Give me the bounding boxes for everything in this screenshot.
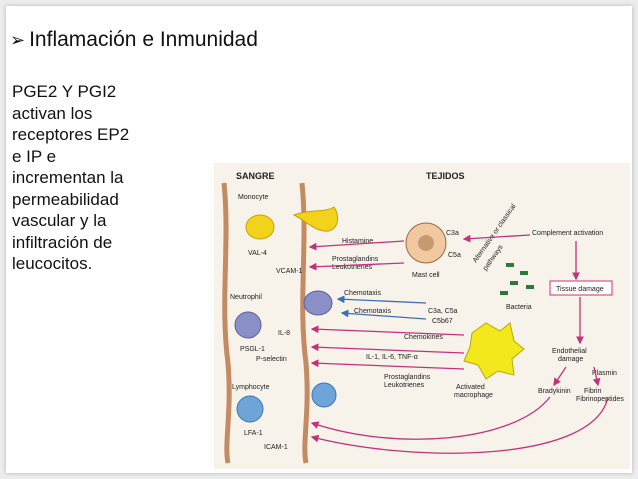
header-tissue: TEJIDOS	[426, 171, 465, 181]
body-line: incrementan la	[12, 168, 124, 187]
label-fibrin: Fibrin	[584, 388, 602, 395]
body-line: PGE2 Y PGI2	[12, 82, 117, 101]
title-text: Inflamación e Inmunidad	[29, 28, 258, 51]
label-mast-cell: Mast cell	[412, 272, 440, 279]
mast-cell-nucleus	[418, 235, 434, 251]
body-text: PGE2 Y PGI2 activan los receptores EP2 e…	[12, 81, 177, 275]
slide: ➢ Inflamación e Inmunidad PGE2 Y PGI2 ac…	[6, 6, 632, 473]
label-lfa1: LFA-1	[244, 430, 263, 437]
label-activated-2: macrophage	[454, 392, 493, 399]
label-vcam1: VCAM-1	[276, 268, 303, 275]
label-fibrinopeptides: Fibrinopeptides	[576, 396, 624, 403]
body-line: vascular y la	[12, 211, 107, 230]
label-pselectin: P-selectin	[256, 356, 287, 363]
label-chemotaxis-2: Chemotaxis	[354, 308, 391, 315]
bacteria-cluster	[500, 263, 534, 295]
label-complement: Complement activation	[532, 230, 603, 237]
label-monocyte: Monocyte	[238, 194, 268, 201]
tissue-damage-box	[549, 280, 613, 296]
blood-vessel-wall	[221, 182, 310, 464]
label-bradykinin: Bradykinin	[538, 388, 571, 395]
body-line: leucocitos.	[12, 254, 93, 273]
body-line: e IP e	[12, 146, 57, 166]
body-line: permeabilidad	[12, 189, 119, 209]
label-lymphocyte: Lymphocyte	[232, 384, 270, 391]
label-psgl1: PSGL-1	[240, 346, 265, 353]
chemotaxis-arrows	[336, 295, 427, 320]
label-c3a: C3a	[446, 230, 459, 237]
label-neutrophil: Neutrophil	[230, 294, 262, 301]
body-line: infiltración de	[12, 232, 113, 252]
activated-macrophage	[463, 322, 525, 380]
label-c3a-c5a: C3a, C5a	[428, 308, 458, 315]
monocyte-cell	[245, 214, 275, 240]
migrating-lymphocyte	[311, 382, 337, 408]
label-histamine: Histamine	[342, 238, 373, 245]
label-prostaglandins-2: Prostaglandins	[384, 374, 431, 381]
label-bacteria: Bacteria	[506, 304, 532, 311]
inflammation-diagram: SANGRE TEJIDOS Monocyte VAL-4 VCAM-1 Neu…	[214, 163, 630, 469]
label-il-list: IL-1, IL-6, TNF-α	[366, 354, 418, 361]
neutrophil-cell	[234, 311, 262, 339]
label-c5b67: C5b67	[432, 318, 453, 325]
lymphocyte-cell	[236, 395, 264, 423]
label-chemokines: Chemokines	[404, 334, 443, 341]
label-il8: IL-8	[278, 330, 290, 337]
label-icam1: ICAM-1	[264, 444, 288, 451]
header-blood: SANGRE	[236, 171, 275, 181]
label-chemotaxis-1: Chemotaxis	[344, 290, 381, 297]
label-plasmin: Plasmin	[592, 370, 617, 377]
label-endothelial-1: Endothelial	[552, 348, 587, 355]
label-leukotrienes-2: Leukotrienes	[384, 382, 425, 389]
label-leukotrienes-1: Leukotrienes	[332, 264, 373, 271]
label-tissue-damage: Tissue damage	[556, 286, 604, 293]
pathway-arrows	[308, 234, 609, 454]
body-line: receptores EP2	[12, 125, 130, 144]
body-line: activan los	[12, 103, 93, 123]
slide-title: ➢ Inflamación e Inmunidad	[10, 28, 258, 52]
label-c5a: C5a	[448, 252, 461, 259]
arrow-bullet-icon: ➢	[10, 29, 26, 50]
label-activated-1: Activated	[456, 384, 485, 391]
diagram-svg: SANGRE TEJIDOS Monocyte VAL-4 VCAM-1 Neu…	[221, 171, 624, 464]
label-prostaglandins-1: Prostaglandins	[332, 256, 379, 263]
migrating-monocyte	[292, 206, 339, 232]
migrating-neutrophil	[303, 290, 333, 316]
label-endothelial-2: damage	[558, 356, 583, 363]
label-val4: VAL-4	[248, 250, 267, 257]
